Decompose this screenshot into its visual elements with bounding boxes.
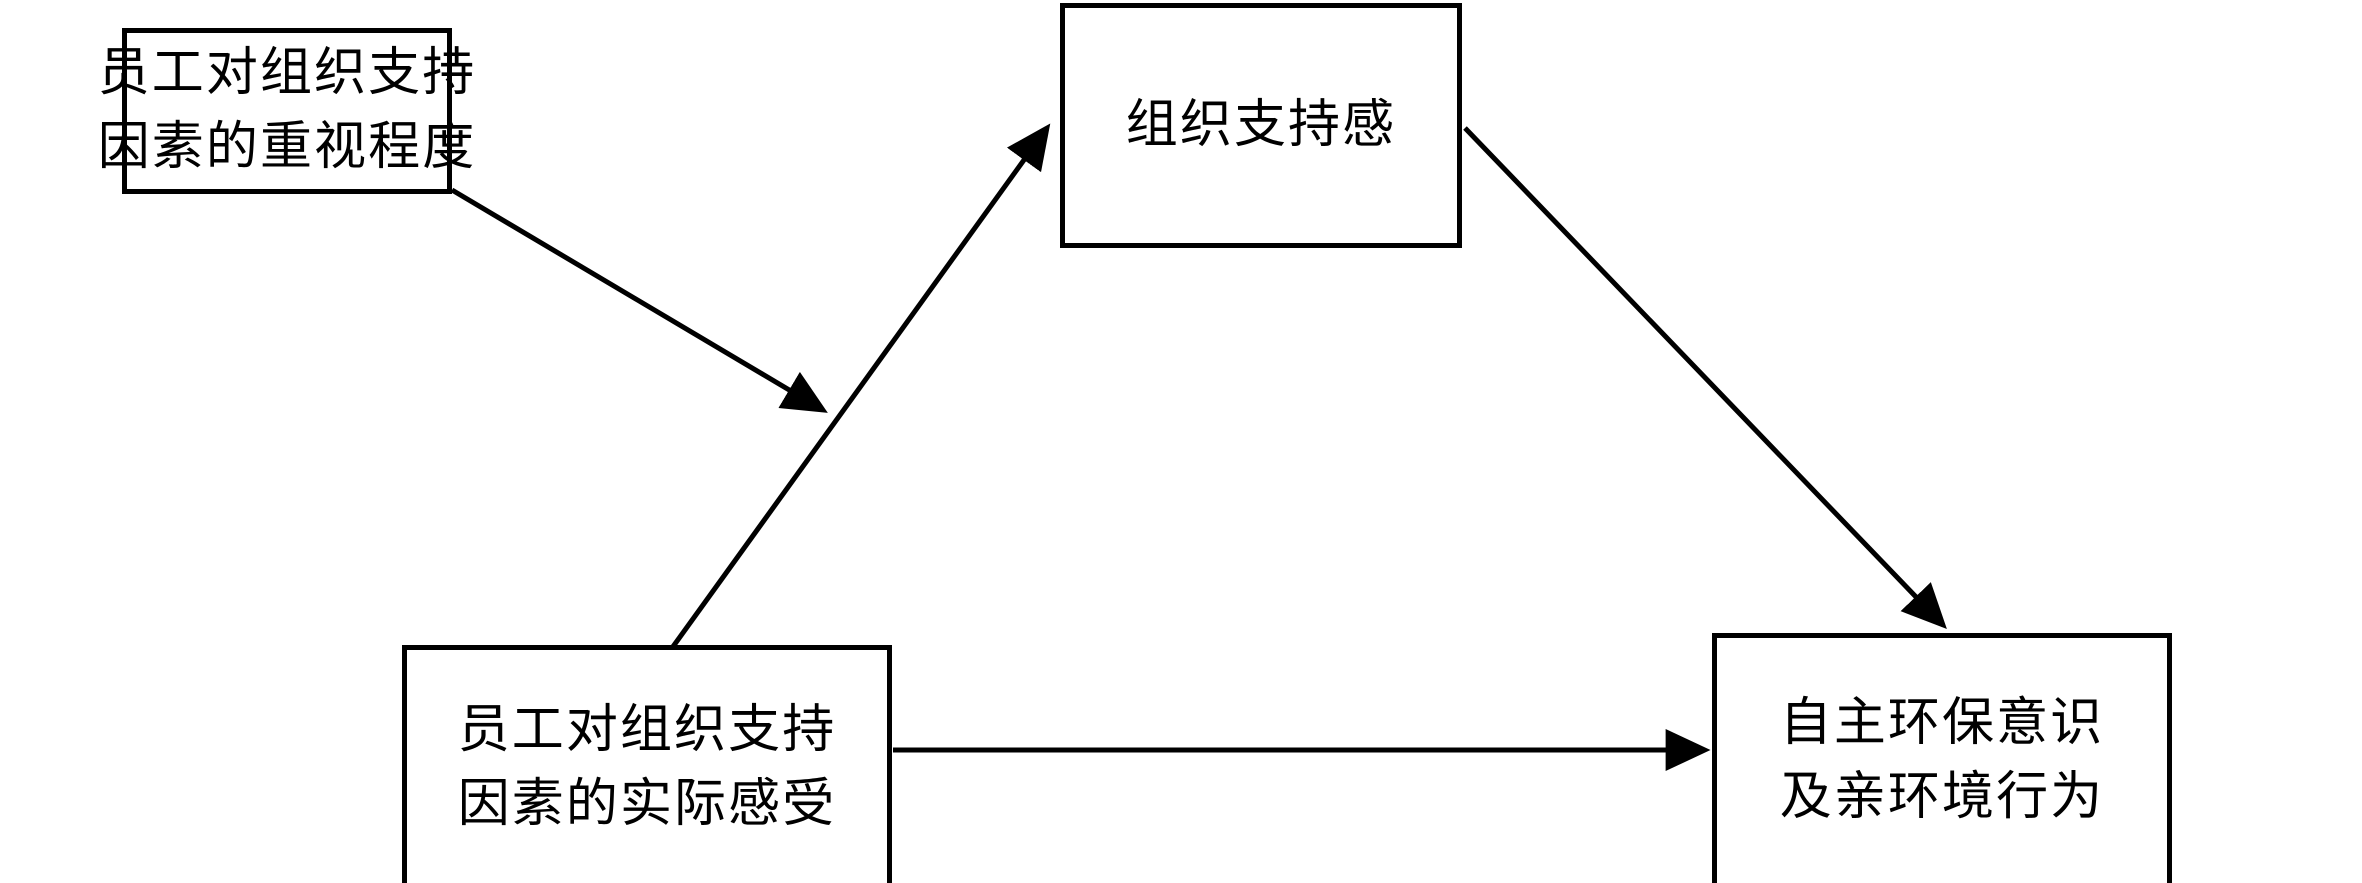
node-label-line-1: 员工对组织支持 xyxy=(457,699,837,760)
node-label-line-2: 因素的实际感受 xyxy=(457,773,837,834)
edge-perception-to-perceived-support xyxy=(669,123,1051,650)
node-perceived-organizational-support[interactable]: 组织支持感 xyxy=(1060,3,1462,248)
node-label-line-1: 员工对组织支持 xyxy=(97,43,477,104)
node-label-line-1: 组织支持感 xyxy=(1125,94,1397,155)
node-autonomous-environmental-awareness-and-pro-environmental-behavior[interactable]: 自主环保意识 及亲环境行为 xyxy=(1712,633,2172,883)
node-label-line-1: 自主环保意识 xyxy=(1779,692,2105,753)
node-employee-actual-perception-of-org-support-factors[interactable]: 员工对组织支持 因素的实际感受 xyxy=(402,645,892,883)
edge-importance-to-path xyxy=(450,187,828,413)
edge-perceived-support-to-behavior xyxy=(1463,126,1947,630)
node-label-line-2: 因素的重视程度 xyxy=(97,117,477,177)
node-label-line-2: 及亲环境行为 xyxy=(1779,766,2105,827)
node-employee-importance-of-org-support-factors[interactable]: 员工对组织支持 因素的重视程度 xyxy=(98,28,474,194)
